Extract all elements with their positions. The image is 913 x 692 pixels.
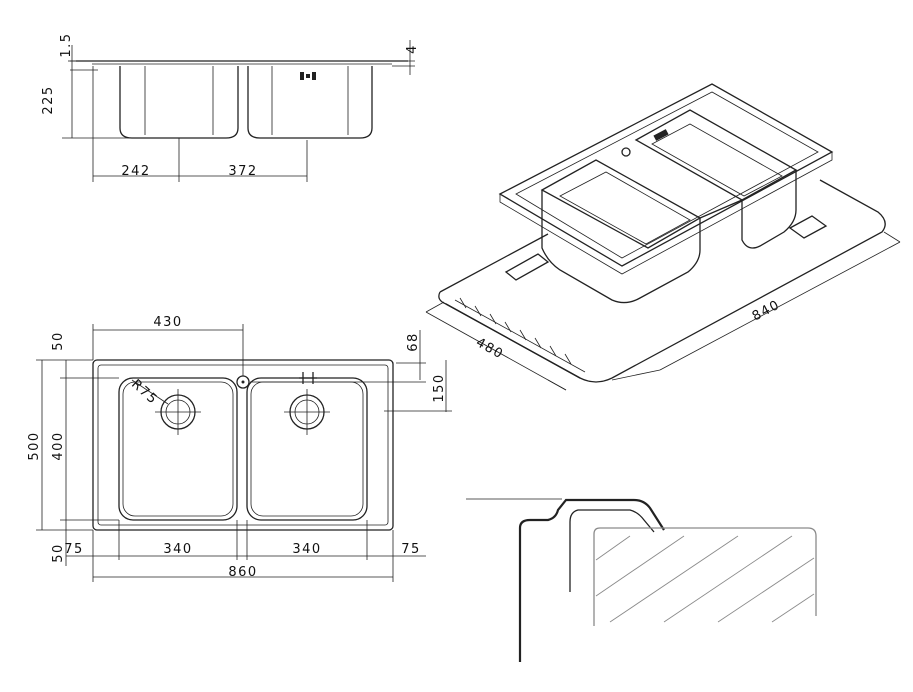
- plan-top-offset-label: 430: [153, 315, 182, 330]
- edge-detail: [466, 498, 817, 662]
- side-width-right-label: 372: [228, 164, 257, 179]
- plan-margin-bottom-label: 50: [51, 543, 66, 563]
- plan-radius-label: R75: [128, 377, 160, 408]
- side-rim-right-label: 4: [405, 44, 420, 54]
- plan-overall-height-label: 500: [27, 431, 42, 460]
- side-view: [62, 40, 415, 182]
- iso-view: [425, 83, 901, 391]
- plan-tap-offset-label: 150: [432, 373, 447, 402]
- plan-bowl-height-label: 400: [51, 431, 66, 460]
- plan-overall-width-label: 860: [228, 565, 257, 580]
- side-width-left-label: 242: [121, 164, 150, 179]
- plan-bowl-left-label: 340: [163, 542, 192, 557]
- side-height-bowl-label: 225: [41, 85, 56, 114]
- side-height-top-label: 1.5: [59, 32, 74, 57]
- iso-depth-label: 480: [473, 335, 506, 362]
- plan-bowl-right-label: 340: [292, 542, 321, 557]
- plan-corner-top-right-label: 68: [406, 332, 421, 352]
- plan-view: [36, 324, 452, 582]
- plan-edge-left-label: 75: [64, 542, 84, 557]
- plan-margin-top-label: 50: [51, 331, 66, 351]
- plan-edge-right-label: 75: [401, 542, 421, 557]
